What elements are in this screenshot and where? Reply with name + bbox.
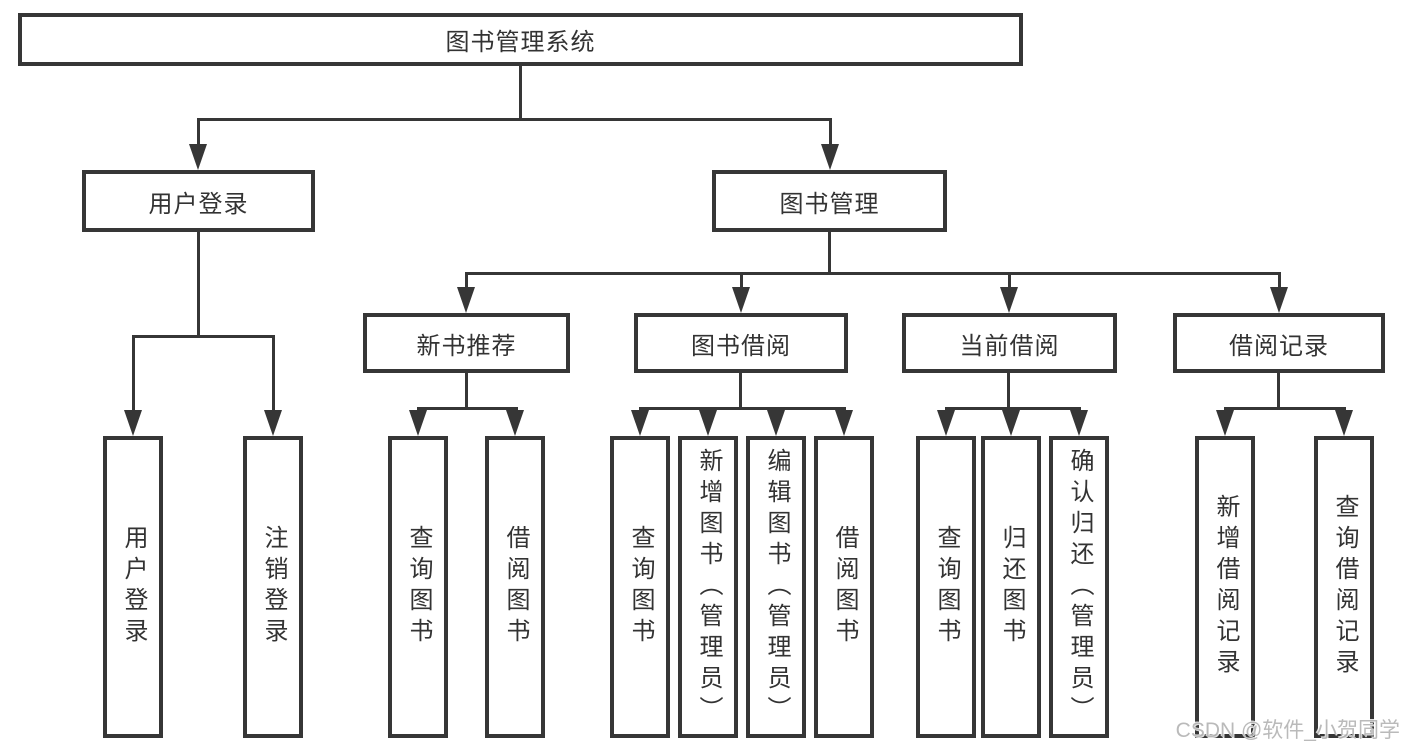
arrow-down-icon <box>1070 410 1088 436</box>
leaf-label: 注销登录 <box>260 525 287 649</box>
connector-line <box>197 118 200 148</box>
leaf-borrow-book: 借阅图书 <box>814 436 874 738</box>
node-borrow-record: 借阅记录 <box>1173 313 1385 373</box>
connector-line <box>828 232 831 272</box>
leaf-label: 新增图书（管理员） <box>695 447 722 727</box>
node-label: 图书借阅 <box>691 332 791 360</box>
connector-line <box>1278 272 1281 289</box>
node-label: 新书推荐 <box>416 332 517 360</box>
leaf-borrow-book: 借阅图书 <box>485 436 545 738</box>
connector-line <box>1277 373 1280 407</box>
leaf-label: 新增借阅记录 <box>1212 494 1239 680</box>
arrow-down-icon <box>124 410 142 436</box>
leaf-label: 查询图书 <box>627 525 654 649</box>
leaf-user-login: 用户登录 <box>103 436 163 738</box>
leaf-return-book: 归还图书 <box>981 436 1041 738</box>
connector-line <box>829 118 832 148</box>
arrow-down-icon <box>506 410 524 436</box>
connector-line <box>945 407 1081 410</box>
connector-line <box>465 272 468 289</box>
arrow-down-icon <box>409 410 427 436</box>
arrow-down-icon <box>264 410 282 436</box>
arrow-down-icon <box>1002 410 1020 436</box>
leaf-label: 借阅图书 <box>831 525 858 649</box>
leaf-edit-book-admin: 编辑图书（管理员） <box>746 436 806 738</box>
node-label: 图书管理系统 <box>445 29 596 56</box>
connector-line <box>740 272 743 289</box>
node-label: 当前借阅 <box>959 332 1060 360</box>
node-new-book-recommend: 新书推荐 <box>363 313 570 373</box>
node-book-borrow: 图书借阅 <box>634 313 848 373</box>
arrow-down-icon <box>1000 287 1018 313</box>
leaf-label: 查询图书 <box>933 525 960 649</box>
arrow-down-icon <box>767 410 785 436</box>
leaf-logout: 注销登录 <box>243 436 303 738</box>
node-label: 图书管理 <box>779 190 880 218</box>
leaf-query-book: 查询图书 <box>916 436 976 738</box>
leaf-label: 确认归还（管理员） <box>1066 447 1093 727</box>
leaf-query-borrow-record: 查询借阅记录 <box>1314 436 1374 738</box>
leaf-query-book: 查询图书 <box>610 436 670 738</box>
leaf-confirm-return-admin: 确认归还（管理员） <box>1049 436 1109 738</box>
connector-line <box>639 407 846 410</box>
arrow-down-icon <box>699 410 717 436</box>
node-label: 借阅记录 <box>1229 332 1329 360</box>
node-current-borrow: 当前借阅 <box>902 313 1117 373</box>
arrow-down-icon <box>189 144 207 170</box>
connector-line <box>465 272 1281 275</box>
arrow-down-icon <box>1216 410 1234 436</box>
connector-line <box>272 335 275 413</box>
arrow-down-icon <box>937 410 955 436</box>
arrow-down-icon <box>821 144 839 170</box>
arrow-down-icon <box>457 287 475 313</box>
node-root-system: 图书管理系统 <box>18 13 1023 66</box>
node-book-management: 图书管理 <box>712 170 947 232</box>
node-user-login: 用户登录 <box>82 170 315 232</box>
arrow-down-icon <box>835 410 853 436</box>
leaf-query-book: 查询图书 <box>388 436 448 738</box>
connector-line <box>465 373 468 407</box>
connector-line <box>1007 373 1010 407</box>
connector-line <box>132 335 135 413</box>
connector-line <box>519 66 522 118</box>
connector-line <box>197 232 200 335</box>
leaf-label: 归还图书 <box>998 525 1025 649</box>
leaf-add-book-admin: 新增图书（管理员） <box>678 436 738 738</box>
connector-line <box>1224 407 1346 410</box>
leaf-label: 借阅图书 <box>502 525 529 649</box>
node-label: 用户登录 <box>148 190 249 218</box>
leaf-label: 编辑图书（管理员） <box>763 447 790 727</box>
csdn-watermark: CSDN @软件_小贺同学 <box>1175 719 1400 742</box>
connector-line <box>417 407 518 410</box>
arrow-down-icon <box>1270 287 1288 313</box>
leaf-add-borrow-record: 新增借阅记录 <box>1195 436 1255 738</box>
connector-line <box>197 118 832 121</box>
arrow-down-icon <box>732 287 750 313</box>
arrow-down-icon <box>1335 410 1353 436</box>
connector-line <box>739 373 742 407</box>
leaf-label: 用户登录 <box>120 525 147 649</box>
arrow-down-icon <box>631 410 649 436</box>
leaf-label: 查询借阅记录 <box>1331 494 1358 680</box>
connector-line <box>1008 272 1011 289</box>
connector-line <box>132 335 275 338</box>
leaf-label: 查询图书 <box>405 525 432 649</box>
